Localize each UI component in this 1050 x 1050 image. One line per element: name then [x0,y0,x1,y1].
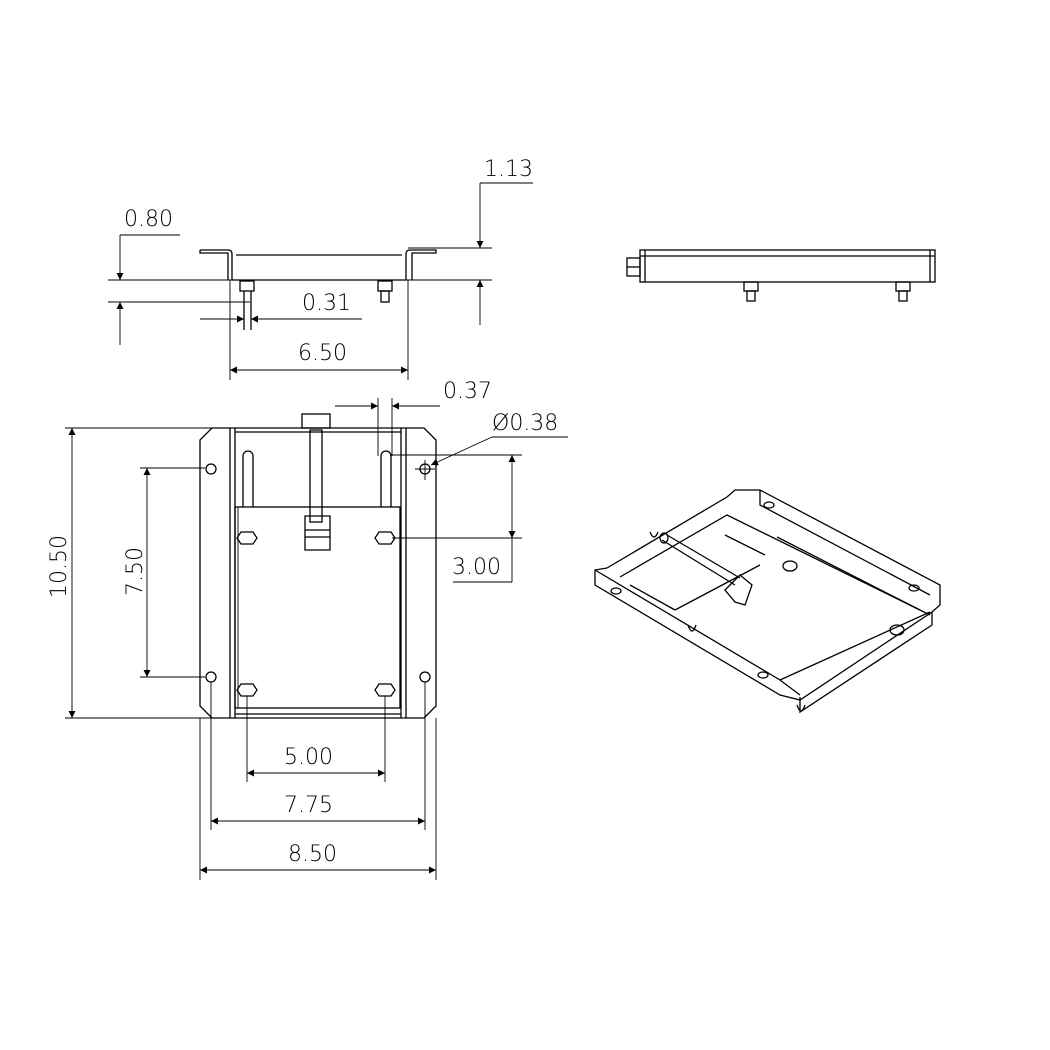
dim-overall-width: 8.50 [288,842,337,867]
dim-hole-spacing-horizontal: 7.75 [284,793,333,818]
isometric-view [594,489,941,714]
dim-hole-to-stud: 3.00 [452,555,501,580]
dim-overall-height: 1.13 [484,157,533,182]
side-view [199,249,437,330]
top-view [199,413,437,719]
side-view-dimensions: 0.80 1.13 0.31 6.50 [108,157,533,380]
dim-flange-offset: 0.80 [124,207,173,232]
dim-channel-width: 6.50 [298,341,347,366]
top-view-dimensions: 10.50 7.50 0.37 Ø0.38 3.00 5.00 7.75 8.5… [47,379,568,880]
dim-stud-diameter: 0.31 [302,291,351,316]
dim-overall-length: 10.50 [47,535,72,598]
end-view [626,249,936,302]
dim-slot-width: 0.37 [443,379,492,404]
dim-hole-diameter: Ø0.38 [492,411,558,436]
dim-stud-spacing: 5.00 [284,745,333,770]
dim-hole-spacing-vertical: 7.50 [123,547,148,596]
